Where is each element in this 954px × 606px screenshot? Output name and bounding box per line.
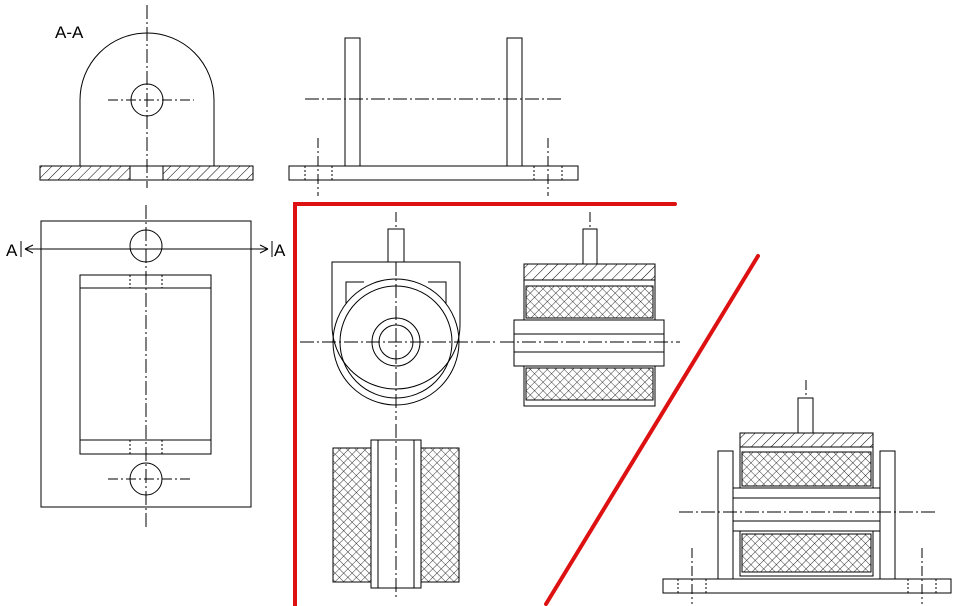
slot-edge-left bbox=[345, 281, 364, 304]
arrowhead-right bbox=[259, 244, 269, 254]
rubber-lower-frame bbox=[739, 530, 874, 577]
red-divider-lines bbox=[293, 202, 760, 606]
rubber-right bbox=[420, 447, 460, 583]
top-plate bbox=[739, 432, 874, 448]
upright-right bbox=[879, 450, 896, 580]
slot-edge-right bbox=[428, 281, 447, 304]
front-elevation-view bbox=[288, 37, 579, 196]
rubber-lower bbox=[741, 533, 872, 573]
upright-right bbox=[506, 37, 523, 167]
stud bbox=[387, 228, 405, 263]
rubber-left bbox=[332, 447, 372, 583]
red-corner-line bbox=[293, 202, 677, 606]
rubber-lower-frame bbox=[523, 365, 656, 407]
rubber-upper bbox=[741, 451, 872, 487]
base-plate-hatch-right bbox=[162, 165, 254, 181]
rubber-lower bbox=[525, 367, 654, 401]
base-plate-hatch-left bbox=[39, 165, 131, 181]
section-mark-left: A bbox=[6, 241, 18, 260]
damper-cross-section bbox=[332, 424, 460, 600]
assembly-view bbox=[662, 380, 952, 604]
housing-outline bbox=[331, 261, 461, 390]
base-plate-outline bbox=[40, 220, 252, 508]
upright-left bbox=[717, 450, 734, 580]
damper-side-view bbox=[300, 212, 498, 420]
stud bbox=[797, 397, 814, 434]
base-plate bbox=[662, 578, 952, 594]
stud bbox=[582, 228, 598, 265]
arrowhead-left bbox=[24, 244, 34, 254]
shaft bbox=[513, 319, 665, 367]
plan-view: A A bbox=[6, 205, 286, 530]
red-diagonal-line bbox=[544, 254, 760, 606]
rubber-upper bbox=[525, 285, 654, 319]
base-plate bbox=[288, 165, 579, 181]
top-plate bbox=[523, 263, 656, 281]
upright-left bbox=[344, 37, 361, 167]
shaft bbox=[732, 487, 881, 532]
damper-front-section bbox=[500, 212, 680, 407]
section-mark-right: A bbox=[274, 241, 286, 260]
section-view-a-a: A-A bbox=[39, 5, 254, 188]
section-title: A-A bbox=[55, 23, 84, 42]
